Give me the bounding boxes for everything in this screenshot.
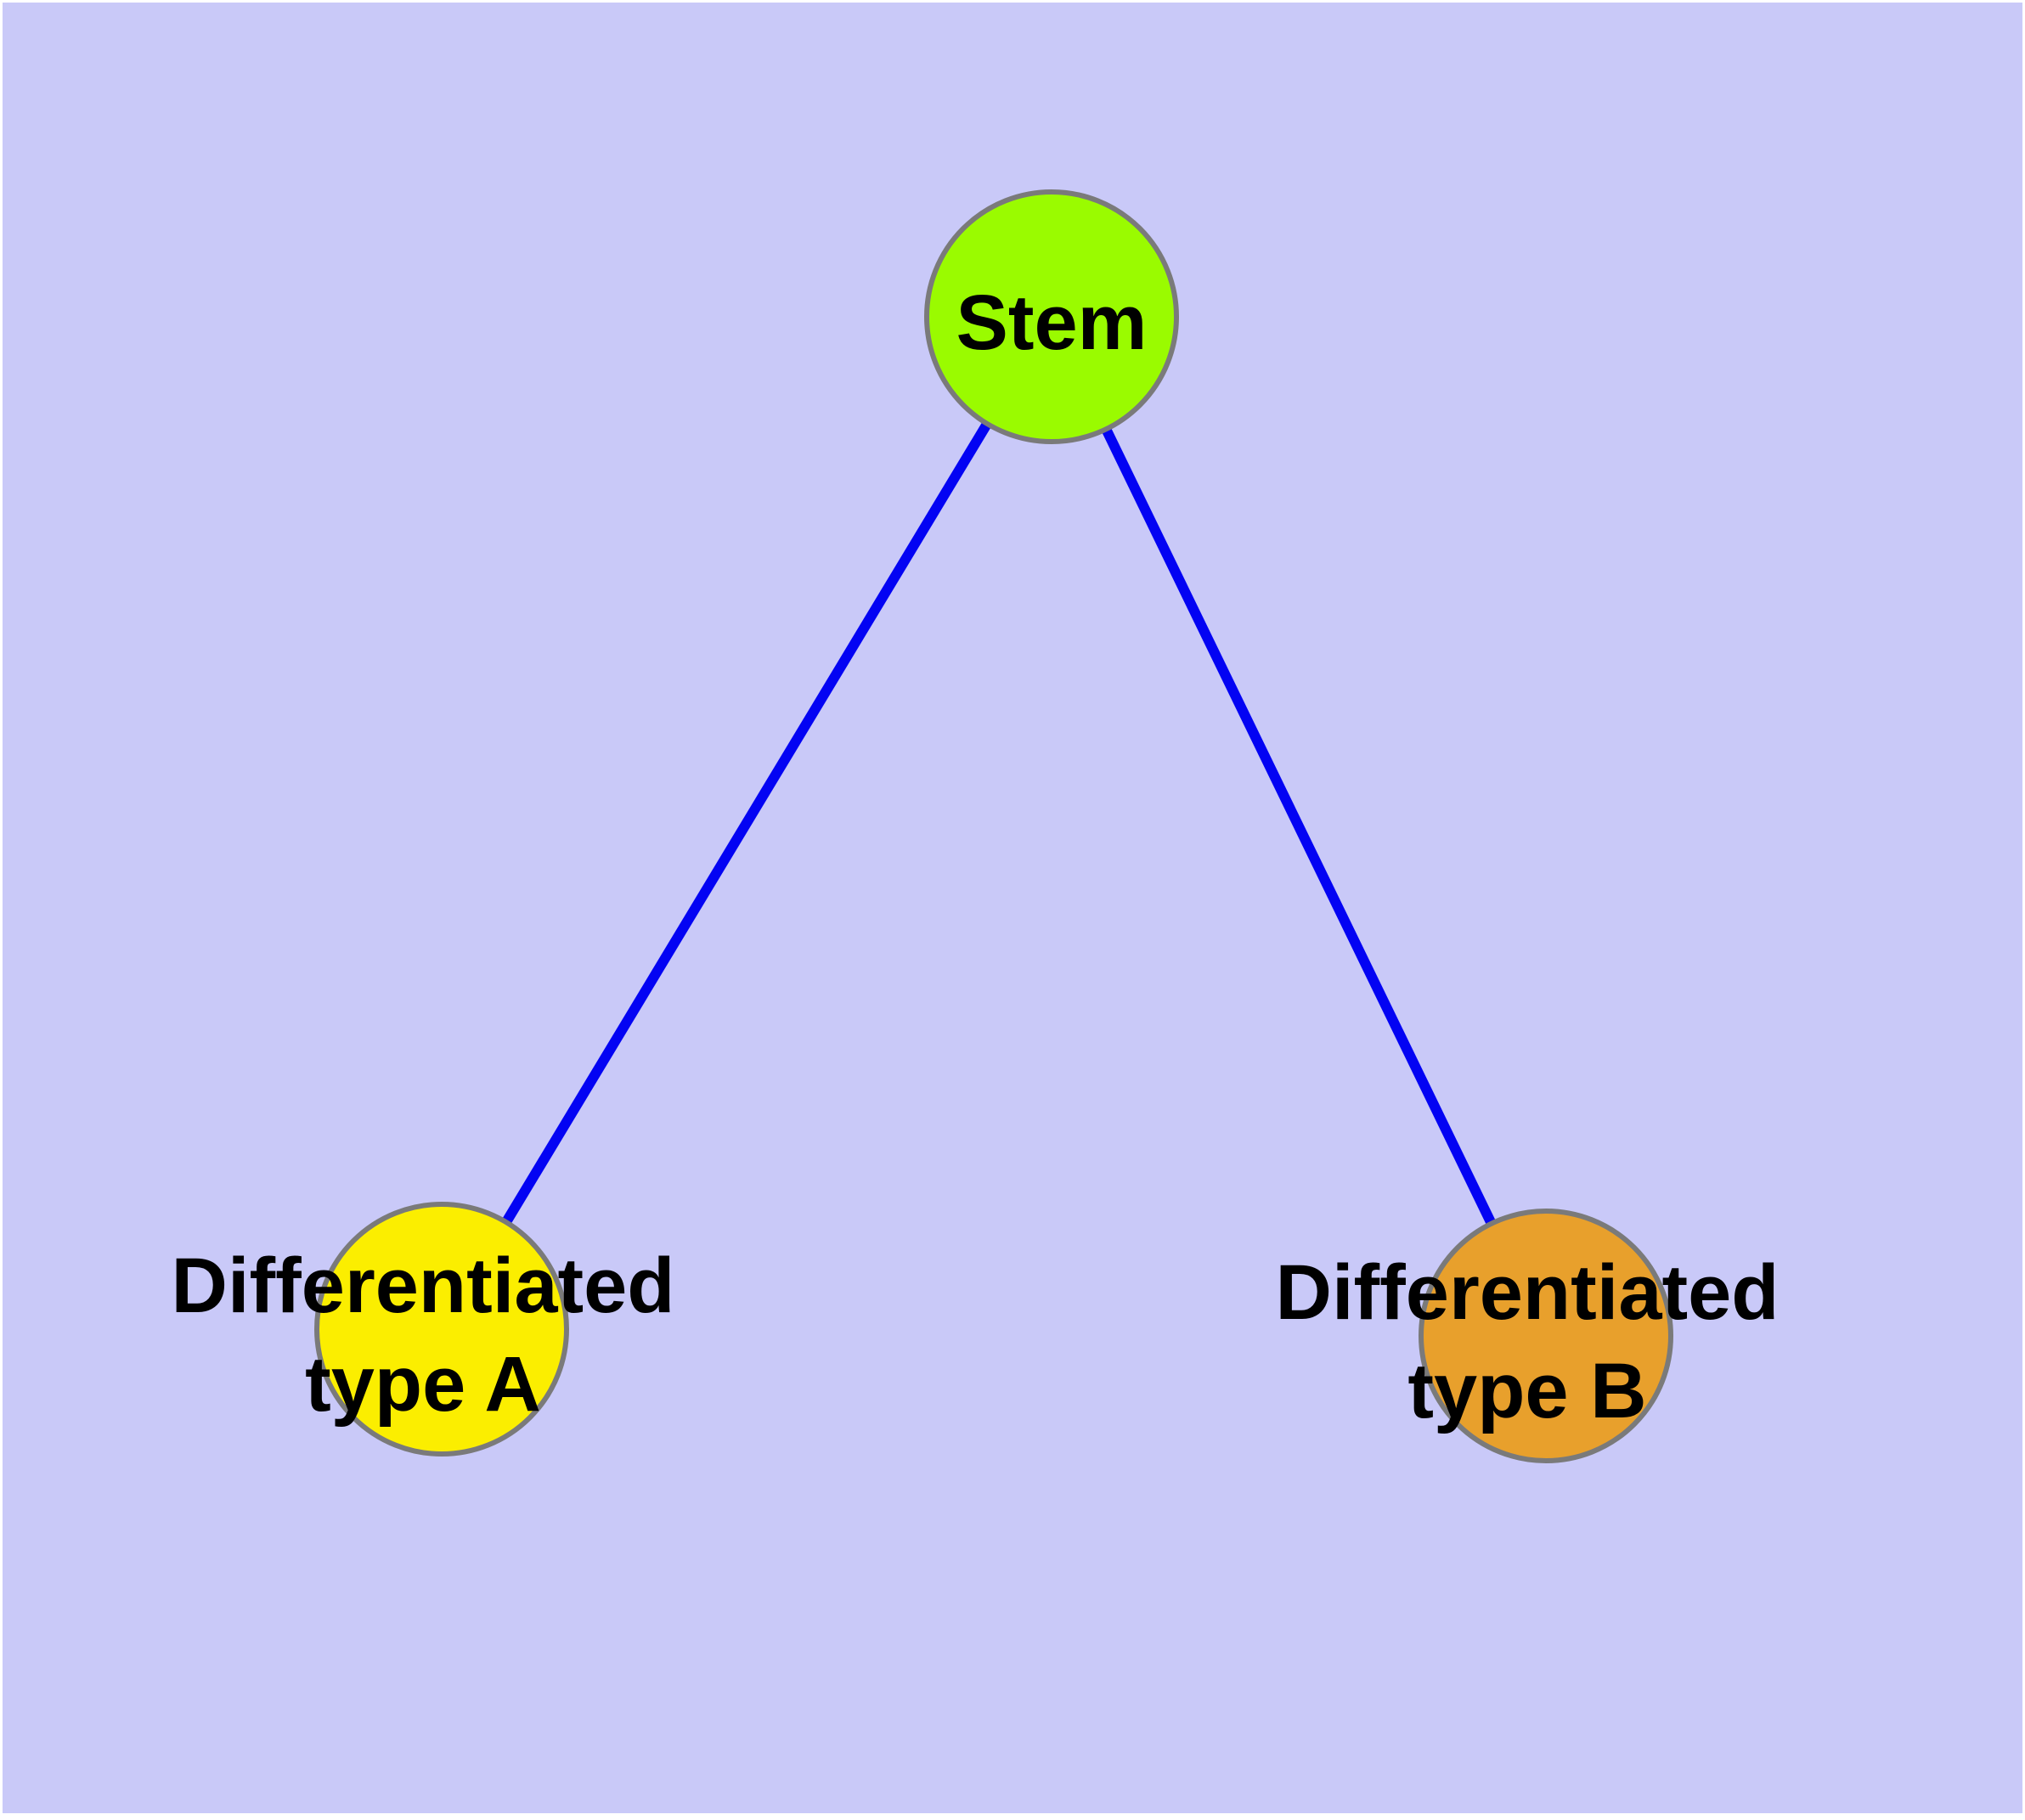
node-differentiated-type-b-label: Differentiated type B <box>1276 1249 1780 1434</box>
node-stem-label-line-1: Stem <box>956 279 1148 366</box>
node-stem-label: Stem <box>956 279 1148 366</box>
node-differentiated-type-a-label-line-2: type A <box>305 1341 541 1428</box>
node-differentiated-type-a-label: Differentiated type A <box>172 1242 675 1428</box>
node-differentiated-type-b-label-line-1: Differentiated <box>1276 1249 1780 1336</box>
node-stem-circle <box>924 189 1179 444</box>
node-differentiated-type-b-label-line-2: type B <box>1407 1348 1646 1434</box>
node-differentiated-type-a-label-line-1: Differentiated <box>172 1242 675 1329</box>
edges-layer <box>437 313 1551 1338</box>
node-differentiated-type-a: Differentiated type A <box>172 1202 675 1457</box>
edge-stem-to-differentiated-type-a <box>437 313 1057 1333</box>
node-stem: Stem <box>924 189 1179 444</box>
node-differentiated-type-b-circle <box>1419 1209 1673 1463</box>
edge-stem-to-differentiated-type-b <box>1046 314 1551 1338</box>
node-differentiated-type-a-circle <box>314 1202 569 1457</box>
node-differentiated-type-b: Differentiated type B <box>1276 1209 1780 1463</box>
